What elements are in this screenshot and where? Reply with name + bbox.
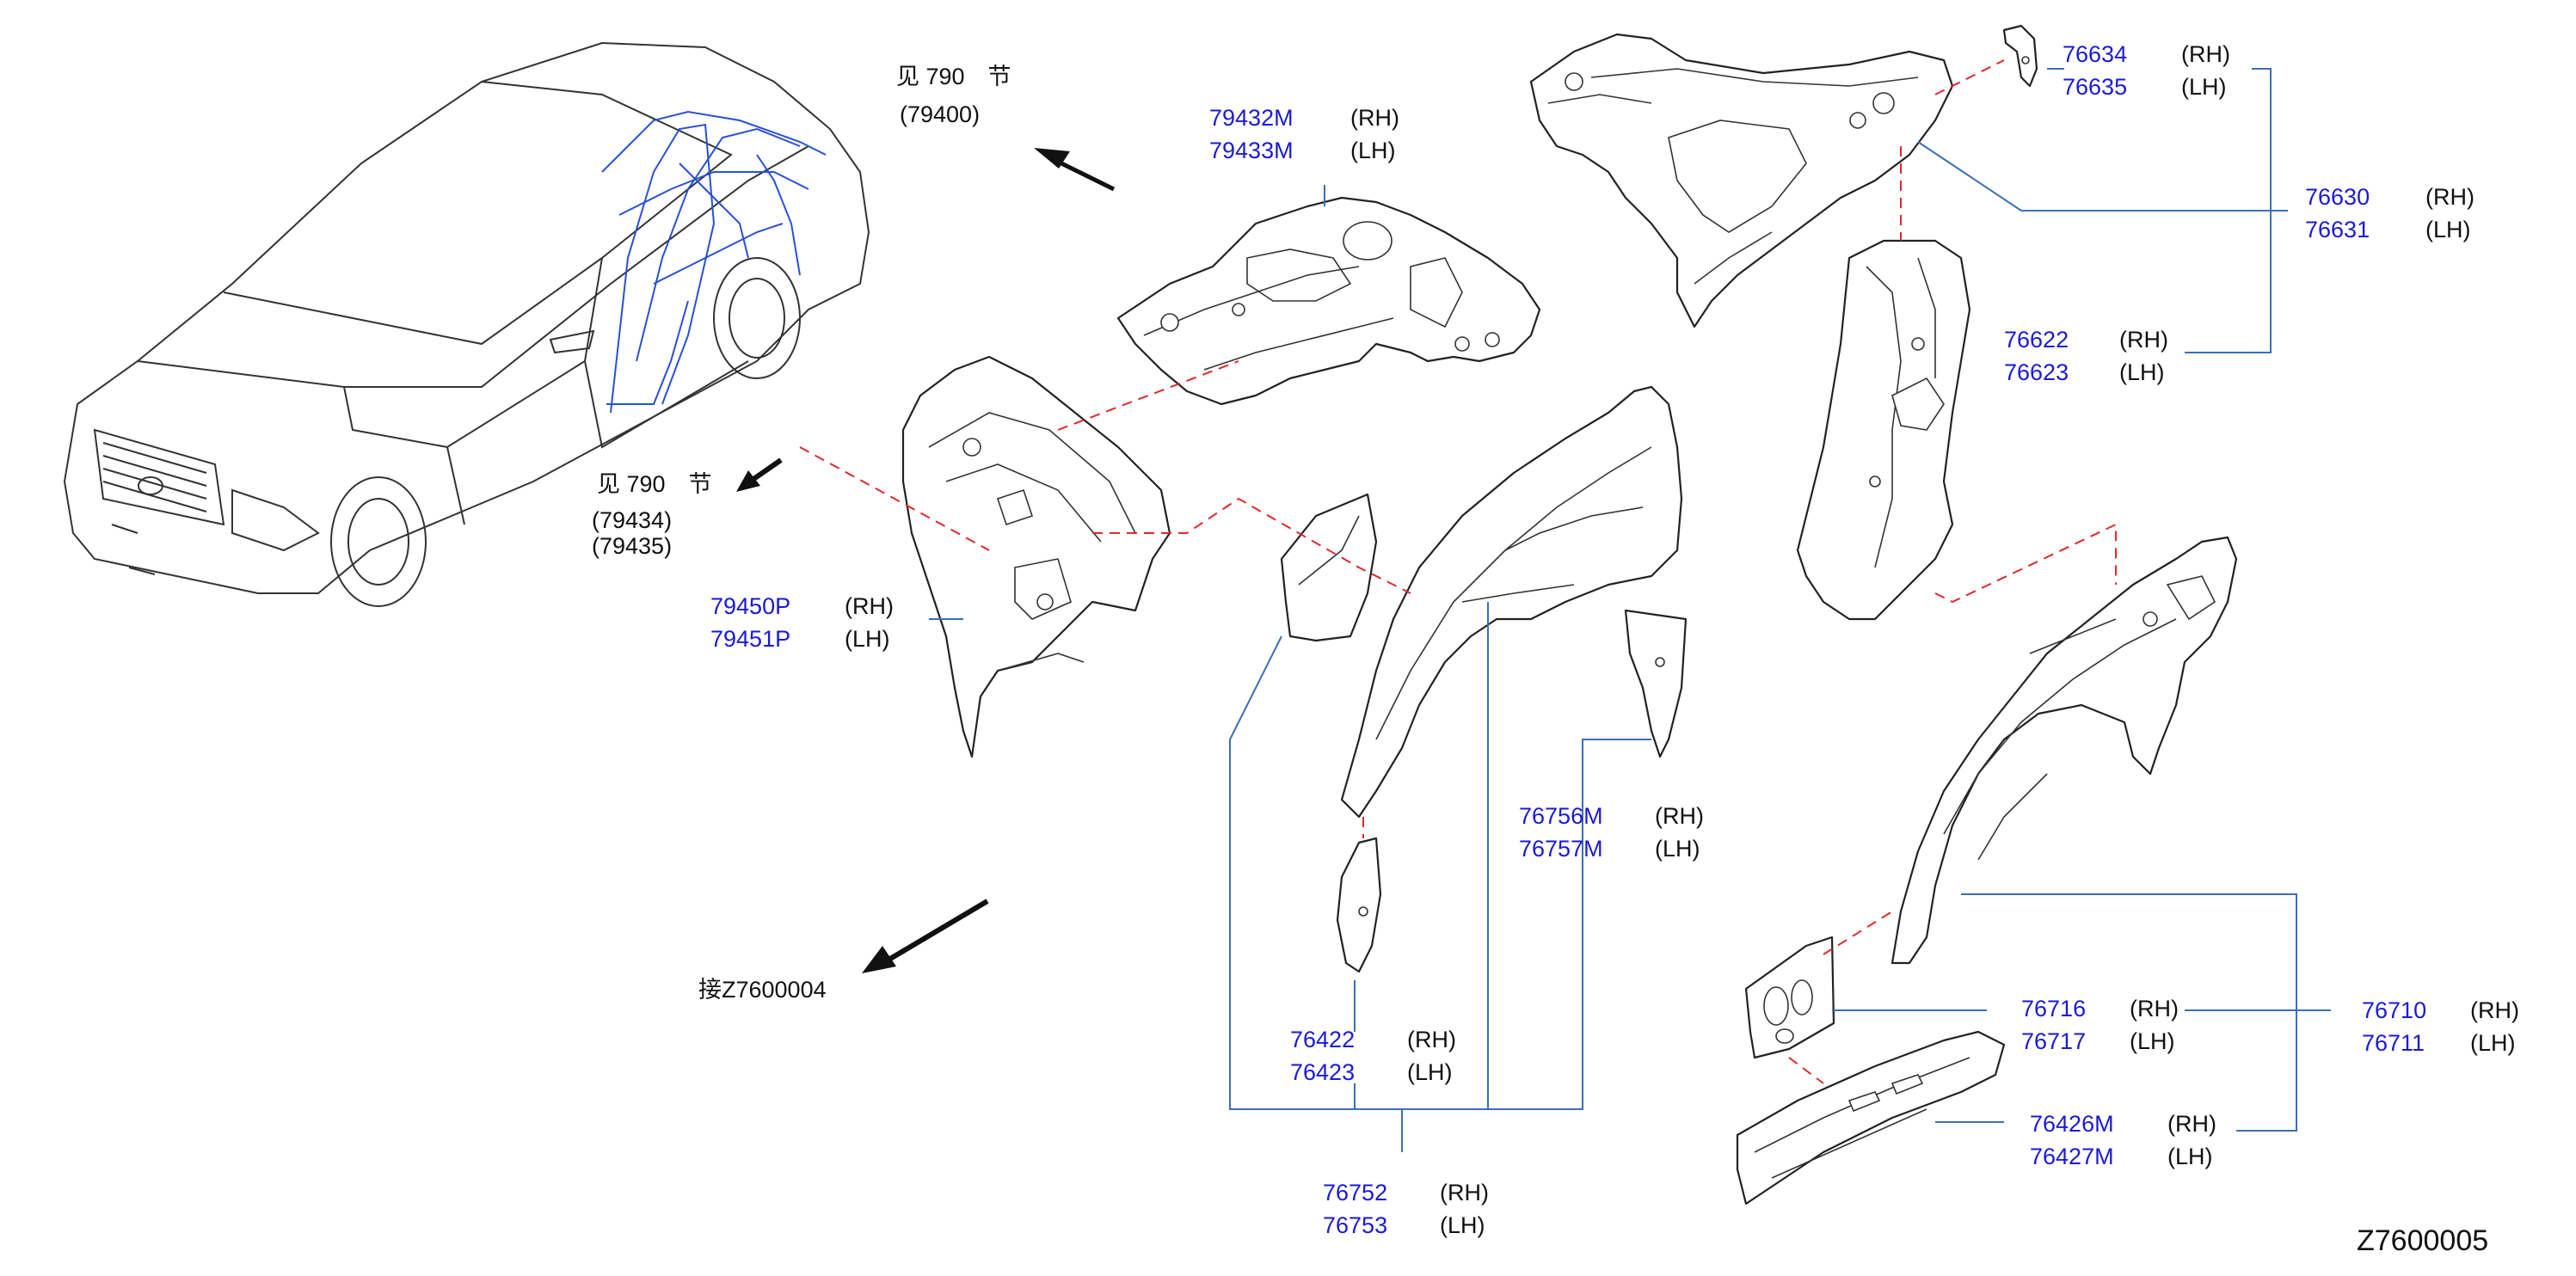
side-tag-rh: (RH) xyxy=(1440,1180,1489,1205)
part-76710-wheelhouse xyxy=(1891,536,2238,965)
part-79450p-panel xyxy=(901,355,1171,758)
part-76634-bracket xyxy=(2002,24,2038,88)
part-number-lh[interactable]: 79433M xyxy=(1209,138,1294,163)
continue-diagram-link[interactable]: 接Z7600004 xyxy=(698,977,827,1003)
part-number-lh[interactable]: 76635 xyxy=(2063,74,2128,100)
part-79432m-panel xyxy=(1116,196,1541,406)
diagram-id: Z7600005 xyxy=(2357,1224,2489,1257)
side-tag-rh: (RH) xyxy=(2470,997,2519,1023)
side-tag-lh: (LH) xyxy=(1350,138,1396,163)
part-number-lh[interactable]: 76717 xyxy=(2021,1028,2087,1054)
side-tag-lh: (LH) xyxy=(845,626,890,652)
part-76622-pillar xyxy=(1796,239,1971,621)
side-tag-rh: (RH) xyxy=(2130,996,2179,1021)
part-number-lh[interactable]: 76631 xyxy=(2305,217,2370,242)
part-number-rh[interactable]: 76622 xyxy=(2004,327,2069,353)
side-tag-rh: (RH) xyxy=(1407,1027,1456,1052)
see-section-top[interactable]: 见 790 节 xyxy=(896,64,1011,89)
part-number-lh[interactable]: 76423 xyxy=(1290,1059,1356,1085)
part-76426m-sill xyxy=(1736,1030,2006,1205)
see-section-left[interactable]: 见 790 节 xyxy=(597,471,712,497)
part-number-rh[interactable]: 76716 xyxy=(2021,996,2087,1021)
part-76756m-bracket xyxy=(1624,609,1688,758)
part-number-lh[interactable]: 79451P xyxy=(710,626,791,652)
leader-lines xyxy=(929,68,2331,1152)
see-section-top-code: (79400) xyxy=(900,101,981,127)
side-tag-lh: (LH) xyxy=(2181,74,2227,100)
part-76752-left-bracket xyxy=(1280,493,1378,642)
see-section-left-code-1: (79434) xyxy=(592,507,673,533)
see-section-left-code-2: (79435) xyxy=(592,533,673,559)
part-number-rh[interactable]: 76422 xyxy=(1290,1027,1356,1052)
part-number-rh[interactable]: 79450P xyxy=(710,593,791,619)
side-tag-lh: (LH) xyxy=(2130,1028,2175,1054)
side-tag-lh: (LH) xyxy=(2167,1144,2213,1169)
part-76716-plate xyxy=(1744,936,1835,1059)
side-tag-rh: (RH) xyxy=(1350,105,1399,131)
part-number-rh[interactable]: 76756M xyxy=(1519,803,1603,829)
side-tag-rh: (RH) xyxy=(845,593,894,619)
side-tag-lh: (LH) xyxy=(1655,836,1700,862)
side-tag-lh: (LH) xyxy=(1440,1212,1485,1238)
part-number-lh[interactable]: 76711 xyxy=(2362,1030,2425,1056)
car-illustration xyxy=(63,41,870,607)
side-tag-rh: (RH) xyxy=(2167,1111,2216,1137)
part-76630-panel xyxy=(1529,33,1954,328)
part-76752-wheelhouse xyxy=(1340,385,1683,819)
part-number-lh[interactable]: 76757M xyxy=(1519,836,1603,862)
side-tag-rh: (RH) xyxy=(2425,184,2475,210)
side-tag-lh: (LH) xyxy=(1407,1059,1453,1085)
side-tag-lh: (LH) xyxy=(2425,217,2471,242)
part-number-rh[interactable]: 76630 xyxy=(2305,184,2370,210)
side-tag-lh: (LH) xyxy=(2470,1030,2516,1056)
part-number-rh[interactable]: 76710 xyxy=(2362,997,2427,1023)
side-tag-rh: (RH) xyxy=(1655,803,1704,829)
part-number-rh[interactable]: 76634 xyxy=(2063,41,2128,67)
dashed-links xyxy=(799,59,2117,1084)
side-tag-lh: (LH) xyxy=(2119,359,2165,385)
part-number-lh[interactable]: 76623 xyxy=(2004,359,2069,385)
direction-arrows xyxy=(736,148,1116,973)
part-number-rh[interactable]: 76426M xyxy=(2030,1111,2114,1137)
part-number-rh[interactable]: 79432M xyxy=(1209,105,1294,131)
part-number-rh[interactable]: 76752 xyxy=(1323,1180,1388,1205)
part-number-lh[interactable]: 76753 xyxy=(1323,1212,1388,1238)
part-76422-bracket xyxy=(1336,837,1382,973)
side-tag-rh: (RH) xyxy=(2119,327,2168,353)
side-tag-rh: (RH) xyxy=(2181,41,2230,67)
part-number-lh[interactable]: 76427M xyxy=(2030,1144,2114,1169)
